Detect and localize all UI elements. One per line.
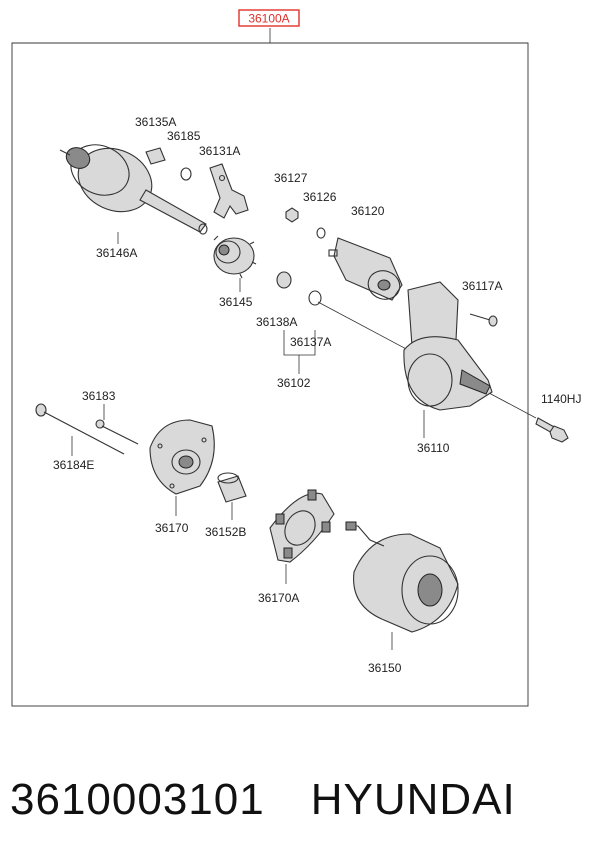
label-36126[interactable]: 36126 [303, 190, 337, 204]
label-36170[interactable]: 36170 [155, 521, 189, 535]
front-housing-part[interactable] [403, 281, 493, 411]
label-36138A[interactable]: 36138A [256, 315, 297, 329]
armature-part[interactable] [59, 136, 208, 235]
nut-36127-part[interactable] [285, 207, 299, 223]
label-36117A[interactable]: 36117A [462, 279, 502, 293]
label-36127[interactable]: 36127 [274, 171, 308, 185]
sleeve-36135A-part[interactable] [145, 147, 166, 165]
label-36145[interactable]: 36145 [219, 295, 253, 309]
washer-36138A-part[interactable] [276, 271, 292, 289]
label-36150[interactable]: 36150 [368, 661, 402, 675]
screw-36117A-part[interactable] [469, 313, 498, 327]
caption-brand: HYUNDAI [310, 775, 516, 824]
through-bolt-part[interactable] [35, 403, 125, 455]
solenoid-part[interactable] [328, 237, 404, 304]
assembly-label-box[interactable] [238, 9, 300, 27]
pinion-gear-part[interactable] [213, 235, 257, 279]
label-36185[interactable]: 36185 [167, 129, 201, 143]
ring-36185-part[interactable] [180, 167, 192, 181]
bushing-part[interactable] [217, 472, 247, 503]
end-plate-part[interactable] [149, 419, 215, 495]
caption-part-number: 3610003101 [10, 775, 265, 824]
label-36137A[interactable]: 36137A [290, 335, 331, 349]
assembly-label[interactable]: 36100A [248, 12, 289, 26]
label-1140HJ[interactable]: 1140HJ [541, 392, 581, 406]
label-36170A[interactable]: 36170A [258, 591, 299, 605]
caption-bar: 3610003101 HYUNDAI [10, 760, 595, 840]
label-36102[interactable]: 36102 [277, 376, 311, 390]
label-36152B[interactable]: 36152B [205, 525, 246, 539]
brush-holder-part[interactable] [269, 489, 335, 563]
label-36110[interactable]: 36110 [417, 441, 450, 455]
label-36135A[interactable]: 36135A [135, 115, 176, 129]
lever-36131A-part[interactable] [209, 163, 249, 219]
label-36146A[interactable]: 36146A [96, 246, 137, 260]
assembly-bracket [12, 28, 271, 44]
bolt-1140HJ-part[interactable] [535, 417, 569, 443]
label-36183[interactable]: 36183 [82, 389, 116, 403]
label-36184E[interactable]: 36184E [53, 458, 94, 472]
washer-36126-part[interactable] [316, 227, 326, 239]
washer-36137A-part[interactable] [308, 290, 322, 306]
label-36120[interactable]: 36120 [351, 204, 385, 218]
yoke-part[interactable] [345, 521, 459, 633]
label-36131A[interactable]: 36131A [199, 144, 240, 158]
screw-36183-part[interactable] [95, 419, 139, 445]
